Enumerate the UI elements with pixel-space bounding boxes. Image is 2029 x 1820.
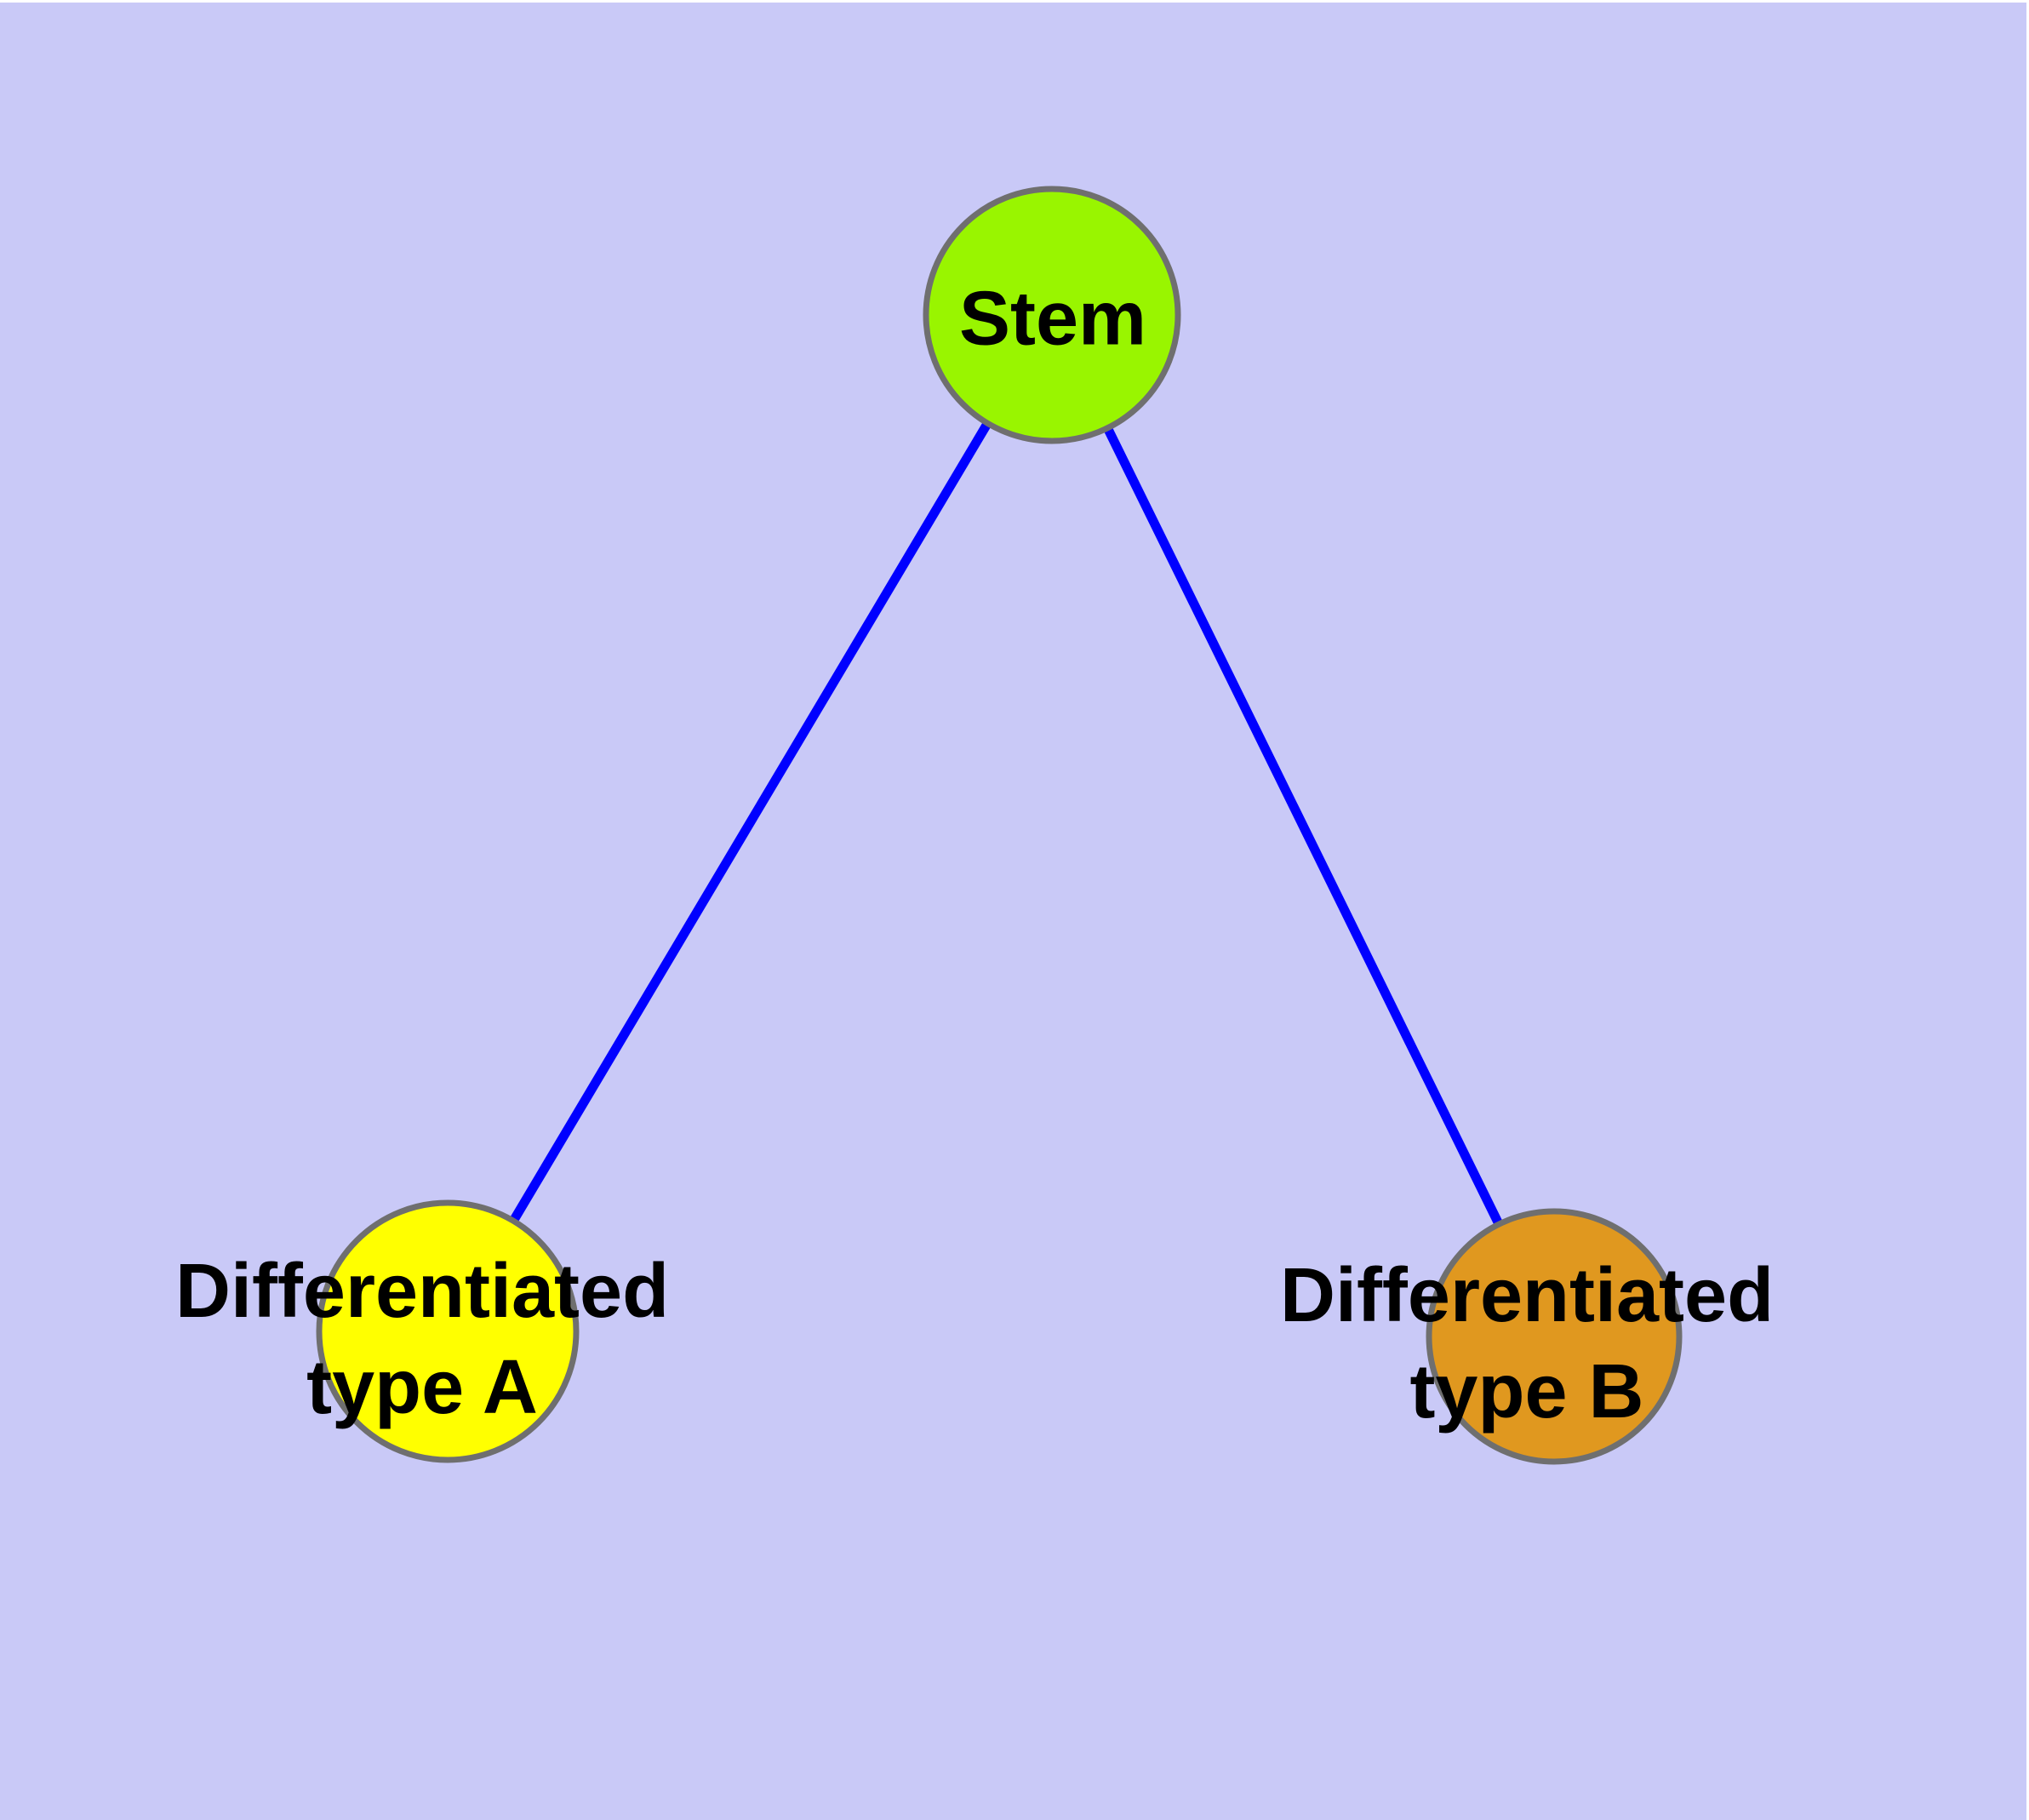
edge-stem-to-type-a <box>443 310 1057 1336</box>
node-stem-circle <box>923 186 1181 444</box>
node-differentiated-type-a-circle <box>316 1199 580 1463</box>
graph-canvas: Stem Differentiated type A Differentiate… <box>0 3 2026 1820</box>
edge-stem-to-type-b <box>1047 310 1559 1342</box>
node-differentiated-type-b-circle <box>1426 1208 1683 1465</box>
